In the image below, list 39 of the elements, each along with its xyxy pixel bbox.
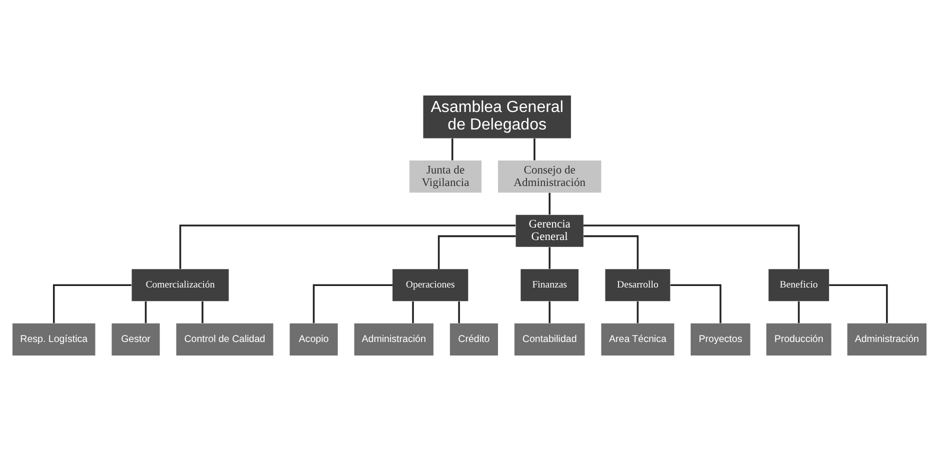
node-box: Comercialización: [132, 268, 229, 301]
connector: [312, 284, 392, 323]
node-box: Gerencia General: [516, 214, 584, 246]
connector: [829, 284, 888, 323]
connector: [458, 300, 460, 323]
node-box: Administración: [847, 322, 927, 355]
connector: [144, 300, 147, 323]
connector: [670, 284, 722, 323]
connector: [52, 284, 132, 323]
node-box: Desarrollo: [605, 268, 670, 301]
connector: [548, 192, 550, 214]
node-box: Resp. Logística: [12, 322, 96, 355]
connector: [548, 246, 550, 268]
connector: [451, 138, 454, 160]
connector: [583, 224, 800, 268]
connector: [438, 234, 516, 269]
node-box: Junta de Vigilancia: [409, 160, 482, 192]
connector: [798, 300, 800, 323]
connector: [202, 300, 204, 323]
node-box: Gestor: [112, 322, 160, 355]
node-box: Asamblea General de Delegados: [423, 95, 571, 138]
node-box: Producción: [766, 322, 832, 355]
node-box: Proyectos: [690, 322, 750, 355]
node-box: Beneficio: [768, 268, 830, 301]
node-box: Contabilidad: [514, 322, 585, 355]
connector: [179, 224, 516, 268]
connector: [412, 300, 414, 323]
node-box: Administración: [354, 322, 434, 355]
node-box: Acopio: [290, 322, 338, 355]
node-box: Finanzas: [520, 268, 579, 301]
node-box: Area Técnica: [601, 322, 674, 355]
node-box: Control de Calidad: [176, 322, 274, 355]
node-box: Crédito: [450, 322, 498, 355]
connector: [636, 300, 639, 323]
node-box: Operaciones: [392, 268, 468, 301]
connector: [584, 234, 639, 269]
connector: [534, 138, 536, 160]
node-box: Consejo de Administración: [498, 160, 602, 192]
connector: [548, 300, 550, 323]
